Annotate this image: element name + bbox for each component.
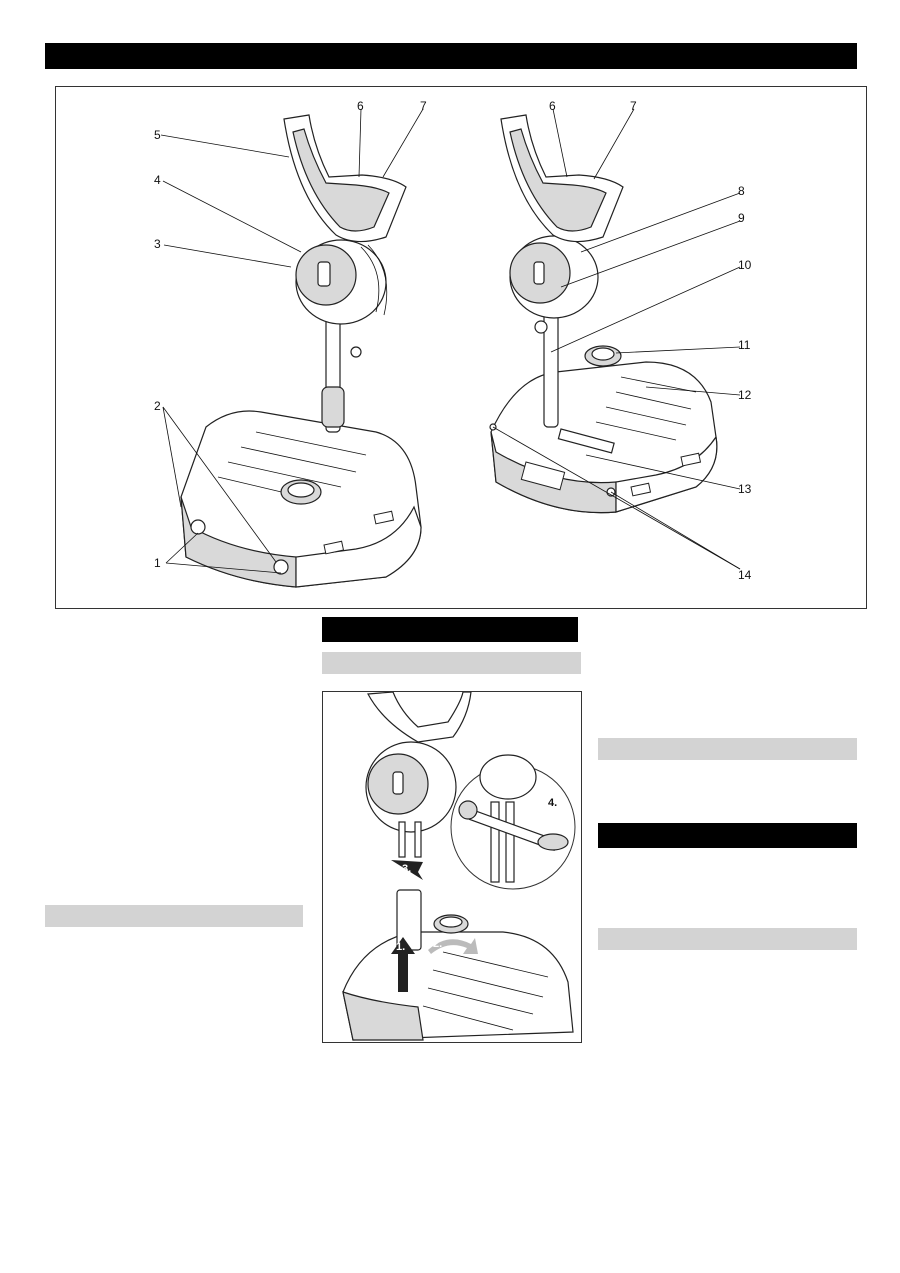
right-callouts: 6 7 8 9 10 11 12 13 14 (492, 99, 752, 582)
callout-13: 13 (738, 482, 752, 496)
section-heading-bar (322, 617, 578, 642)
callout-2: 2 (154, 399, 161, 413)
callout-14: 14 (738, 568, 752, 582)
callout-3: 3 (154, 237, 161, 251)
step-4-label: 4. (548, 797, 557, 809)
right-column-heading-bar-1 (598, 738, 857, 760)
callout-10: 10 (738, 258, 752, 272)
device-overview-drawing: 1 2 3 4 5 6 7 (154, 99, 752, 588)
step-3-label: 3. (402, 863, 411, 875)
callout-4: 4 (154, 173, 161, 187)
left-callouts: 1 2 3 4 5 6 7 (154, 99, 427, 574)
callout-12: 12 (738, 388, 752, 402)
step-1-label: 1. (396, 941, 405, 953)
left-device (180, 114, 422, 588)
device-overview-figure: 1 2 3 4 5 6 7 (55, 86, 867, 609)
callout-11: 11 (738, 338, 751, 352)
subsection-heading-bar (322, 652, 581, 674)
assembly-drawing: 3. 1. 2. 4. (342, 691, 576, 1041)
right-column-section-bar (598, 823, 857, 848)
callout-6-left: 6 (357, 99, 364, 113)
right-device (489, 114, 718, 514)
callout-7-right: 7 (630, 99, 637, 113)
page-header-bar (45, 43, 857, 69)
callout-7-left: 7 (420, 99, 427, 113)
left-column-heading-bar (45, 905, 303, 927)
callout-1: 1 (154, 556, 161, 570)
callout-9: 9 (738, 211, 745, 225)
callout-6-right: 6 (549, 99, 556, 113)
callout-5: 5 (154, 128, 161, 142)
assembly-figure: 3. 1. 2. 4. (322, 691, 582, 1043)
step-2-label: 2. (433, 938, 442, 950)
callout-8: 8 (738, 184, 745, 198)
right-column-heading-bar-2 (598, 928, 857, 950)
